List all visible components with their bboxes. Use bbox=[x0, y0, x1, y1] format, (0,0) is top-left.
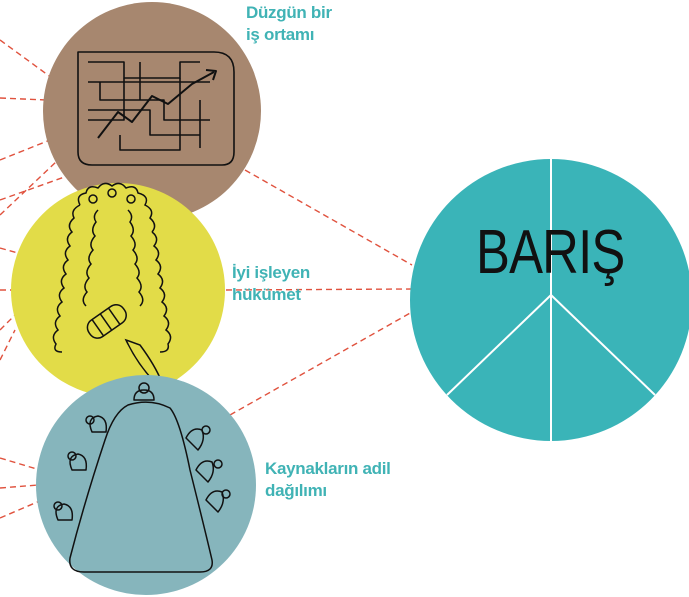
government-circle-bg bbox=[11, 183, 225, 397]
label-work: Düzgün bir iş ortamı bbox=[246, 2, 332, 46]
label-resources: Kaynakların adil dağılımı bbox=[265, 458, 391, 502]
work-circle-bg bbox=[43, 2, 261, 220]
label-government-line-2: hükümet bbox=[232, 285, 301, 304]
pillar-government-circle bbox=[11, 182, 225, 397]
parliament-seating-icon bbox=[52, 182, 172, 395]
resources-circle-bg bbox=[36, 375, 256, 595]
label-government: İyi işleyen hükümet bbox=[232, 262, 310, 306]
label-work-line-1: Düzgün bir bbox=[246, 3, 332, 22]
pillar-resources-circle bbox=[36, 375, 256, 595]
peace-circle bbox=[410, 159, 689, 441]
connector-lines bbox=[0, 39, 413, 519]
peace-title: BARIŞ bbox=[476, 218, 625, 287]
speaker-podium-icon bbox=[86, 303, 127, 339]
label-resources-line-1: Kaynakların adil bbox=[265, 459, 391, 478]
label-government-line-1: İyi işleyen bbox=[232, 263, 310, 282]
peace-symbol-lines bbox=[446, 159, 656, 441]
peace-circle-bg bbox=[410, 159, 689, 441]
label-work-line-2: iş ortamı bbox=[246, 25, 315, 44]
negotiation-table-icon bbox=[53, 382, 231, 573]
chart-growth-icon bbox=[77, 51, 235, 166]
label-resources-line-2: dağılımı bbox=[265, 481, 327, 500]
pillar-work-circle bbox=[43, 2, 261, 220]
